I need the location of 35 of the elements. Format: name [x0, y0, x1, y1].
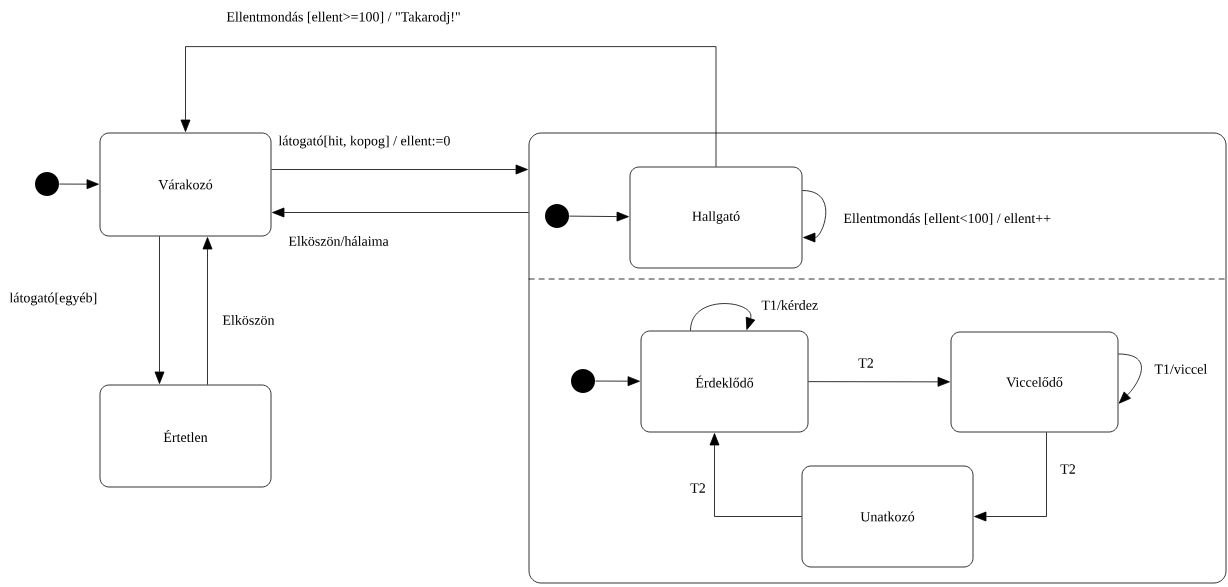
transition-arrow [202, 237, 213, 385]
state-box: Viccelődő [950, 331, 1119, 433]
state-box: Érdeklődő [640, 330, 809, 433]
edge-label: T2 [1059, 463, 1077, 475]
edge-label: T1/kérdez [760, 299, 820, 311]
edge-label: Elköszön/hálaima [287, 235, 390, 247]
edge-label: látogató[hit, kopog] / ellent:=0 [277, 134, 452, 150]
initial-state-dot [571, 369, 595, 393]
edge-label: látogató[egyéb] [8, 291, 99, 307]
transition-arrow [595, 376, 640, 387]
edge-label: T2 [857, 357, 875, 369]
transition-arrow [802, 190, 827, 243]
transition-arrow [1118, 353, 1142, 404]
edge-label: Ellentmondás [ellent<100] / ellent++ [842, 212, 1052, 226]
transition-arrow [690, 303, 756, 331]
transition-arrow [709, 433, 802, 517]
state-box: Várakozó [99, 132, 272, 237]
transition-arrow [59, 179, 99, 190]
state-box: Hallgató [629, 166, 803, 269]
edge-label: Ellentmondás [ellent>=100] / "Takarodj!" [225, 10, 462, 26]
transition-arrow [569, 211, 629, 222]
transition-arrow [808, 376, 950, 387]
transition-arrow [271, 164, 528, 175]
initial-state-dot [35, 172, 59, 196]
edge-label: Elköszön [221, 314, 276, 326]
composite-state-box [528, 132, 1227, 584]
transition-arrow [154, 236, 165, 384]
transition-arrow [974, 432, 1047, 522]
edge-label: T1/viccel [1153, 363, 1209, 375]
transition-arrow [272, 207, 529, 218]
state-box: Értetlen [99, 384, 272, 488]
state-box: Unatkozó [801, 465, 974, 568]
edge-label: T2 [689, 482, 707, 494]
initial-state-dot [545, 204, 569, 228]
transition-arrow [180, 46, 717, 167]
